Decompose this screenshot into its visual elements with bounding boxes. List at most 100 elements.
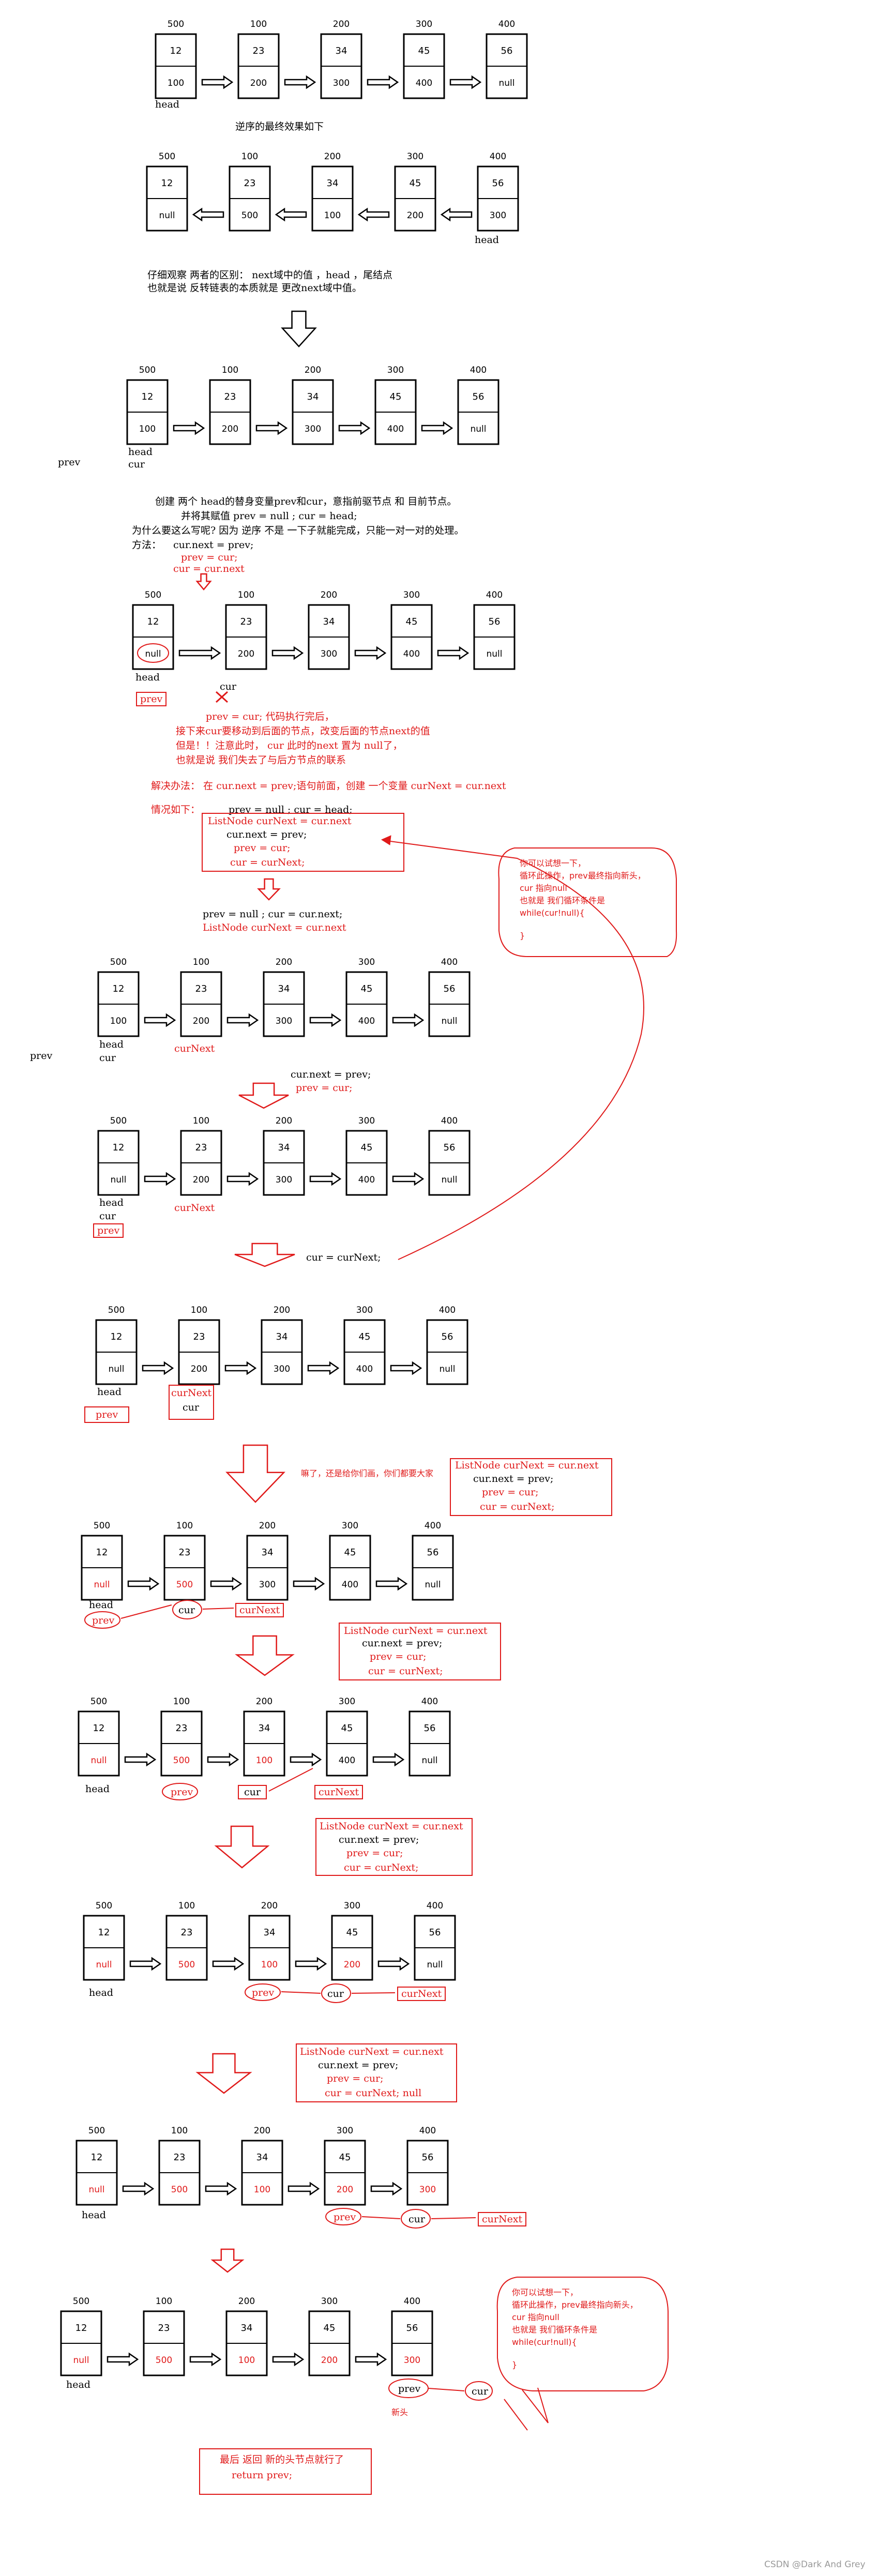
node-value: 23: [193, 1331, 205, 1342]
node-value: 45: [339, 2152, 351, 2163]
node-next: 200: [238, 649, 254, 659]
node-value: 34: [278, 1142, 290, 1153]
bubble1-l2: 循环此操作，prev最终指向新头，: [520, 871, 646, 881]
bubble2-l4: 也就是 我们循环条件是: [512, 2325, 598, 2335]
down-arrow-5: [225, 1444, 285, 1503]
node-value: 12: [111, 1331, 123, 1342]
node-address: 500: [139, 365, 156, 375]
node-next: null: [94, 1580, 110, 1590]
label-curnext-6: curNext: [174, 1202, 215, 1214]
node-value: 56: [427, 1547, 439, 1558]
node-next: null: [111, 1175, 127, 1185]
node-address: 300: [358, 1116, 375, 1126]
down-arrow-6: [235, 1635, 295, 1676]
next-arrow: [210, 1577, 243, 1591]
node-value: 45: [341, 1723, 353, 1734]
node-next: 200: [193, 1016, 209, 1026]
node-next: 300: [490, 210, 506, 221]
node-next: 400: [358, 1016, 375, 1026]
node-next: 400: [387, 424, 404, 434]
node-next: 200: [407, 210, 423, 221]
next-arrow: [392, 1172, 425, 1186]
bubble1-l5: while(cur!null){: [520, 908, 585, 918]
next-arrow: [142, 1361, 174, 1375]
return-curve-head: [381, 835, 391, 845]
node-address: 100: [238, 590, 254, 600]
node-next: 200: [337, 2185, 353, 2195]
label-head-8: head: [89, 1599, 113, 1611]
code-cur-curnext-2: cur = curNext;: [306, 1252, 381, 1263]
next-arrow: [207, 1752, 239, 1767]
node-value: 56: [406, 2323, 418, 2333]
node-value: 23: [179, 1547, 191, 1558]
node-value: 23: [195, 983, 207, 994]
node-next: null: [487, 649, 503, 659]
label-new-head: 新头: [391, 2407, 408, 2417]
next-arrow: [173, 421, 205, 435]
arrow-cur-next-9: [268, 1768, 313, 1792]
node-address: 100: [193, 957, 209, 967]
watermark: CSDN @Dark And Grey: [764, 2559, 866, 2570]
code-cur-curnext-1: cur = curNext;: [230, 857, 305, 868]
node-value: 34: [327, 178, 339, 189]
node-address: 500: [90, 1696, 107, 1707]
node-next: 300: [404, 2355, 420, 2366]
node-next: 100: [261, 1960, 278, 1970]
node-address: 300: [337, 2126, 353, 2136]
node-address: 400: [441, 957, 458, 967]
next-arrow: [357, 207, 390, 222]
node-address: 300: [403, 590, 420, 600]
null-circle: [137, 643, 169, 663]
node-address: 400: [404, 2296, 420, 2307]
list-diagram-12: [60, 2310, 433, 2376]
node-address: 300: [321, 2296, 338, 2307]
node-next: 400: [416, 78, 432, 88]
next-arrow: [421, 421, 453, 435]
node-next: null: [422, 1755, 438, 1766]
final-box: [199, 2448, 372, 2495]
node-next: 300: [276, 1016, 292, 1026]
node-value: 12: [75, 2323, 87, 2333]
node-value: 12: [93, 1723, 105, 1734]
node-address: 200: [305, 365, 321, 375]
node-value: 56: [473, 391, 485, 402]
code-prev-cur-5: prev = cur;: [370, 1651, 427, 1662]
create-vars: 创建 两个 head的替身变量prev和cur，意指前驱节点 和 目前节点。: [155, 496, 457, 507]
node-next: 300: [274, 1364, 290, 1374]
code-cur-next-prev-2: cur.next = prev;: [226, 829, 307, 840]
code-prev-cur-1: prev = cur;: [181, 552, 238, 563]
node-value: 34: [259, 1723, 270, 1734]
node-address: 100: [178, 1901, 195, 1911]
node-value: 23: [244, 178, 256, 189]
node-next: 100: [238, 2355, 255, 2366]
down-arrow-1: [281, 310, 317, 347]
cur-oval-11: [401, 2209, 431, 2229]
node-next: null: [109, 1364, 125, 1374]
down-arrow-7: [214, 1825, 270, 1869]
label-prev-7: prev: [84, 1406, 130, 1423]
arrow-prev-cur-8: [120, 1604, 172, 1619]
label-prev-9: prev: [171, 1786, 193, 1798]
node-next: 500: [156, 2355, 172, 2366]
list-diagram-5: [97, 971, 471, 1037]
node-next: 500: [171, 2185, 188, 2195]
label-prev-12: prev: [398, 2383, 421, 2395]
node-value: 45: [359, 1331, 371, 1342]
node-address: 100: [191, 1305, 207, 1315]
next-arrow: [309, 1013, 342, 1027]
node-value: 12: [142, 391, 154, 402]
down-arrow-4: [234, 1242, 295, 1267]
next-arrow: [224, 1361, 257, 1375]
bubble1-l4: 也就是 我们循环条件是: [520, 896, 605, 905]
arrow-prev-cur-10: [281, 1991, 321, 1994]
node-value: 56: [492, 178, 504, 189]
small-red-arrow: [195, 573, 212, 590]
note-forgot: 嘛了，还是给你们画，你们都要大家: [301, 1468, 434, 1478]
final-line1: 最后 返回 新的头节点就行了: [220, 2454, 344, 2465]
node-next: 300: [333, 78, 350, 88]
label-cur-5: cur: [99, 1052, 116, 1064]
list-diagram-2: [146, 165, 519, 232]
bubble1-l6: }: [520, 931, 525, 941]
code-cur-curnext-5: cur = curNext;: [344, 1862, 419, 1873]
